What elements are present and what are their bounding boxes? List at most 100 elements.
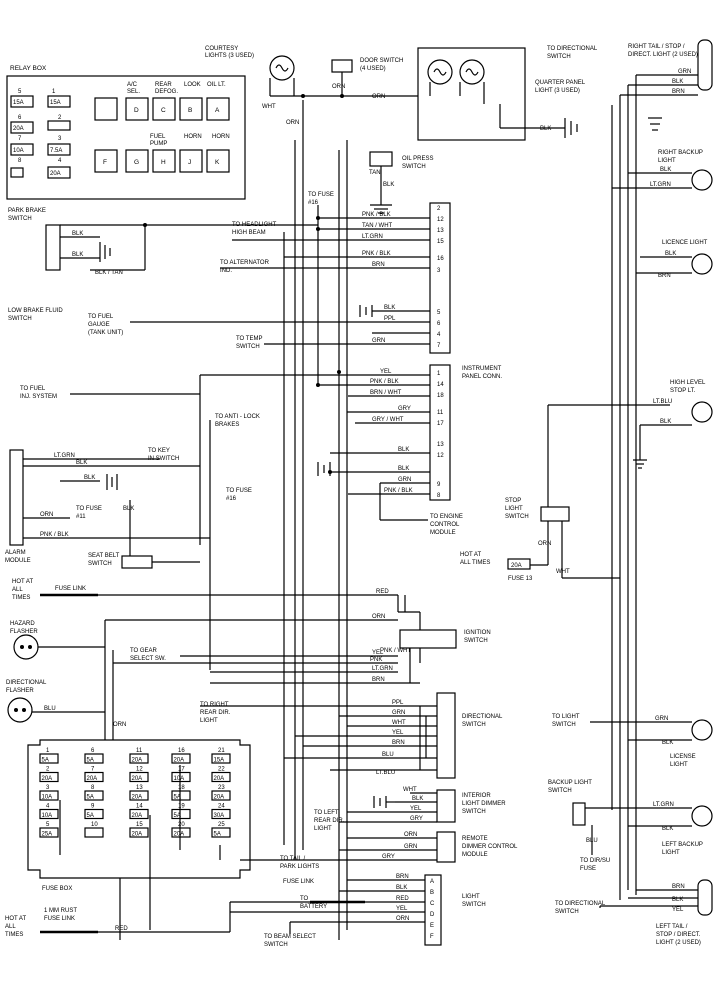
fuse-cell xyxy=(171,753,191,764)
fuse-number: 12 xyxy=(136,767,143,773)
to-tail-2: PARK LIGHTS xyxy=(280,864,319,870)
to-alternator-2: IND. xyxy=(220,268,232,274)
ip-pin: 18 xyxy=(437,393,444,399)
to-key: TO KEY xyxy=(148,448,170,454)
bu-blk: BLK xyxy=(662,826,673,832)
remote-label-2: DIMMER CONTROL xyxy=(462,844,518,850)
right-backup-2: LIGHT xyxy=(658,158,676,164)
ip-pnkblk: PNK / BLK xyxy=(362,212,391,218)
to-fuse-16: TO FUSE xyxy=(308,192,334,198)
left-backup-2: LIGHT xyxy=(662,850,680,856)
fuse-cell xyxy=(211,827,231,838)
courtesy-lights: COURTESY LIGHTS (3 USED) WHT ORN xyxy=(205,46,420,126)
ls-brn: BRN xyxy=(396,874,409,880)
ip-ppl: PPL xyxy=(384,316,396,322)
ip-pnkblk4: PNK / BLK xyxy=(384,488,413,494)
ls-pin: A xyxy=(430,879,434,885)
right-tail-lamp-icon xyxy=(697,39,713,91)
relay-fuse-7-5a: 7.5A xyxy=(50,148,62,154)
fuse-link-top: HOT AT ALL TIMES FUSE LINK RED xyxy=(12,579,406,612)
fb-gry: GRY xyxy=(382,854,395,860)
fuse-number: 16 xyxy=(178,748,185,754)
relay-d: D xyxy=(134,107,139,114)
to-gear: TO GEAR xyxy=(130,648,158,654)
right-backup-lamp-icon xyxy=(691,169,713,191)
ip-grn2: GRN xyxy=(398,477,411,483)
relay-fuse-10a: 10A xyxy=(13,148,24,154)
backup-sw: BACKUP LIGHT xyxy=(548,780,592,786)
fuse-number: 23 xyxy=(218,785,225,791)
fuse-number: 14 xyxy=(136,804,143,810)
to-left-rear-3: LIGHT xyxy=(314,826,332,832)
fuse-cell xyxy=(211,808,231,820)
to-directional-top-2: SWITCH xyxy=(547,54,571,60)
engine-control: TO ENGINE xyxy=(430,514,463,520)
relay-header-defog: DEFOG. xyxy=(155,89,178,95)
oil-blk: BLK xyxy=(383,182,394,188)
ign-yel: YEL xyxy=(372,650,384,656)
seat-blk: BLK xyxy=(123,506,134,512)
relay-num-4: 4 xyxy=(58,158,62,164)
relay-fuse-15a-1: 15A xyxy=(13,100,24,106)
relay-header-look: LOOK xyxy=(184,82,201,88)
to-fuel-gauge-3: (TANK UNIT) xyxy=(88,330,123,336)
ll-brn: BRN xyxy=(658,273,671,279)
to-battery: TO xyxy=(300,896,309,902)
ip-yel: YEL xyxy=(380,369,392,375)
ip-tanwht: TAN / WHT xyxy=(362,223,393,229)
ls-yel: YEL xyxy=(396,906,408,912)
fuse-number: 5 xyxy=(46,822,50,828)
instrument-panel-label-2: PANEL CONN. xyxy=(462,374,502,380)
fuse-value: 20A xyxy=(42,776,53,782)
dir-switch-label: DIRECTIONAL xyxy=(462,714,503,720)
quarter-panel-label: QUARTER PANEL xyxy=(535,80,586,86)
fuse-value: 20A xyxy=(132,758,143,764)
to-gear-2: SELECT SW. xyxy=(130,656,166,662)
fuse-cells: 15A220A310A410A525A65A720A85A95A101120A1… xyxy=(39,748,231,838)
oil-press-label: OIL PRESS xyxy=(402,156,433,162)
ip-pin: 6 xyxy=(437,321,441,327)
instrument-panel-label: INSTRUMENT xyxy=(462,366,502,372)
ip-pin: 15 xyxy=(437,239,444,245)
ip-pin: 17 xyxy=(437,421,444,427)
ip-gry: GRY xyxy=(398,406,411,412)
fuse-cell xyxy=(39,790,59,801)
ds-ltblu: LT.BLU xyxy=(376,770,395,776)
dir-switch-label-2: SWITCH xyxy=(462,722,486,728)
fuse-cell xyxy=(129,753,149,764)
ds-yel: YEL xyxy=(392,730,404,736)
right-lights: RIGHT TAIL / STOP / DIRECT. LIGHT (2 USE… xyxy=(548,39,713,946)
fuse-link-label: FUSE LINK xyxy=(55,586,86,592)
ip-grn: GRN xyxy=(372,338,385,344)
fuse-cell xyxy=(39,827,59,838)
to-fuel-gauge-2: GAUGE xyxy=(88,322,110,328)
left-backup: LEFT BACKUP xyxy=(662,842,703,848)
il-wht: WHT xyxy=(403,787,417,793)
fuse-value: 5A xyxy=(87,758,94,764)
directional-flasher: DIRECTIONAL FLASHER BLU TO RIGHT REAR DI… xyxy=(6,680,503,779)
stop-label-2: LIGHT xyxy=(505,506,523,512)
relay-header-pump: PUMP xyxy=(150,141,167,147)
courtesy-label-2: LIGHTS (3 USED) xyxy=(205,53,254,59)
ip-pin: 13 xyxy=(437,442,444,448)
ip-pin: 16 xyxy=(437,256,444,262)
relay-h: H xyxy=(161,159,166,166)
ls-orn: ORN xyxy=(396,916,409,922)
fuse-value: 15A xyxy=(214,758,225,764)
fuse-number: 22 xyxy=(218,767,225,773)
relay-k: K xyxy=(215,159,220,166)
stop-wht: WHT xyxy=(556,569,570,575)
hot-at: HOT AT xyxy=(12,579,33,585)
quarter-blk: BLK xyxy=(540,126,551,132)
to-battery-2: BATTERY xyxy=(300,904,327,910)
df-blu: BLU xyxy=(44,706,56,712)
hz-orn: ORN xyxy=(372,614,385,620)
to-temp: TO TEMP xyxy=(236,336,262,342)
low-brake-label-2: SWITCH xyxy=(8,316,32,322)
license-light: LICENCE LIGHT xyxy=(662,240,708,246)
ip-blk3: BLK xyxy=(398,466,409,472)
seat-belt-label: SEAT BELT xyxy=(88,553,120,559)
oil-tan: TAN xyxy=(369,170,381,176)
fuse-number: 21 xyxy=(218,748,225,754)
relay-f: F xyxy=(103,159,107,166)
